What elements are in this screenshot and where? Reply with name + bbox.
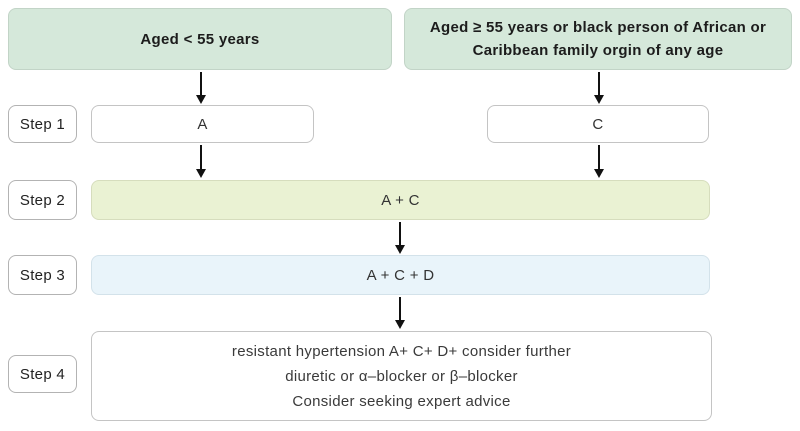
box-resistant-hypertension: resistant hypertension A+ C+ D+ consider… [91,331,712,421]
box-treatment-a-plus-c-plus-d: A + C + D [91,255,710,295]
treatment-a-text: A [197,115,208,133]
step-label-4: Step 4 [8,355,77,393]
arrow-stem [200,145,202,170]
step4-text-line3: Consider seeking expert advice [292,392,511,410]
step-label-2-text: Step 2 [19,191,66,209]
arrow-head [395,320,405,329]
arrow-head [594,169,604,178]
down-arrow-step2-to-step3 [394,222,406,254]
box-treatment-a-plus-c: A + C [91,180,710,220]
step-label-4-text: Step 4 [19,365,66,383]
header-box-aged-under-55: Aged < 55 years [8,8,392,70]
arrow-stem [598,72,600,96]
down-arrow-c-to-step2 [593,145,605,178]
down-arrow-a-to-step2 [195,145,207,178]
box-treatment-a: A [91,105,314,143]
header-right-text-line1: Aged ≥ 55 years or black person of Afric… [429,19,767,36]
arrow-head [395,245,405,254]
treatment-a-plus-c-text: A + C [381,191,420,209]
header-left-text: Aged < 55 years [140,30,260,48]
step-label-3: Step 3 [8,255,77,295]
step4-text-line1: resistant hypertension A+ C+ D+ consider… [231,342,572,360]
step-label-1: Step 1 [8,105,77,143]
header-right-text-line2: Caribbean family orgin of any age [472,42,724,59]
arrow-head [196,95,206,104]
down-arrow-step3-to-step4 [394,297,406,329]
box-treatment-c: C [487,105,709,143]
step-label-1-text: Step 1 [19,115,66,133]
step-label-2: Step 2 [8,180,77,220]
treatment-a-plus-c-plus-d-text: A + C + D [366,266,435,284]
header-box-aged-over-55: Aged ≥ 55 years or black person of Afric… [404,8,792,70]
down-arrow-left-header-to-a [195,72,207,104]
arrow-head [196,169,206,178]
arrow-stem [598,145,600,170]
treatment-c-text: C [592,115,604,133]
down-arrow-right-header-to-c [593,72,605,104]
step4-text-line2: diuretic or α–blocker or β–blocker [285,367,518,385]
step-label-3-text: Step 3 [19,266,66,284]
arrow-stem [399,222,401,246]
arrow-head [594,95,604,104]
arrow-stem [200,72,202,96]
arrow-stem [399,297,401,321]
